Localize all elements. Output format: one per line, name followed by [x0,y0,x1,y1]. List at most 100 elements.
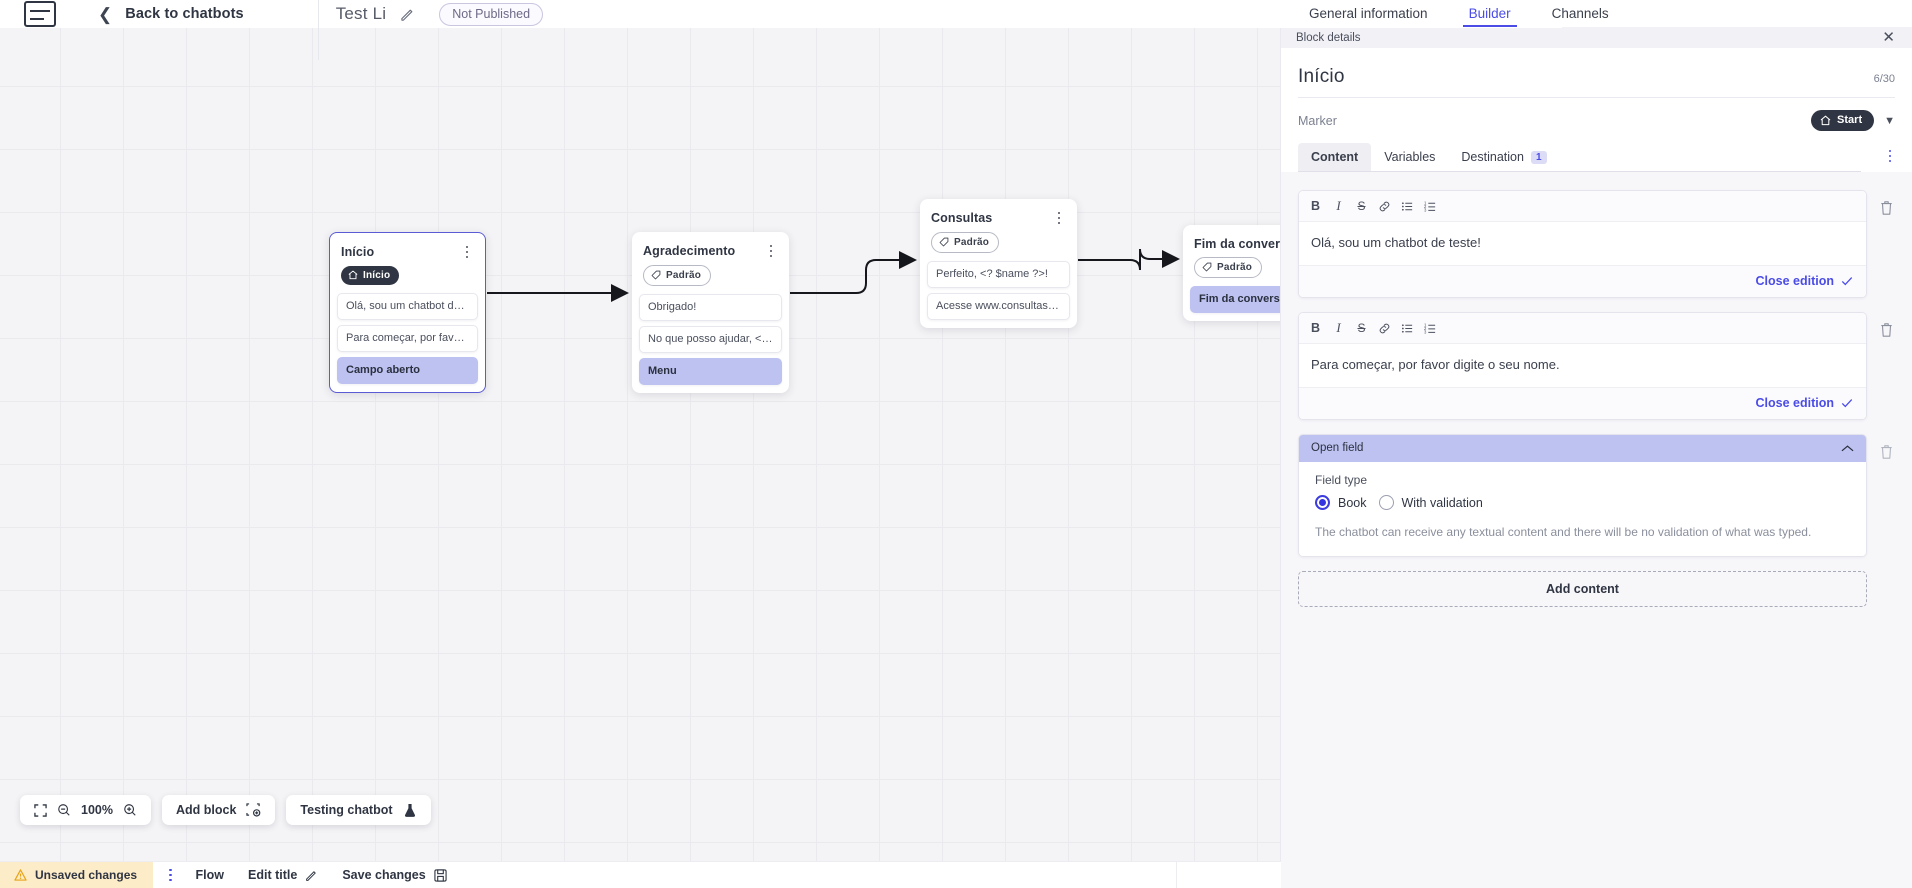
node-item[interactable]: Acesse www.consultas.com par... [927,292,1070,320]
zoom-controls: 100% [20,795,151,825]
node-menu-icon[interactable] [1052,210,1066,226]
node-tag: Padrão [1194,257,1263,278]
link-icon[interactable] [1374,196,1395,216]
node-header: Agradecimento [632,232,789,259]
node-item[interactable]: Menu [639,357,782,385]
add-content-button[interactable]: Add content [1298,571,1867,607]
close-edition-button[interactable]: Close edition [1756,274,1853,288]
fit-screen-icon[interactable] [34,803,47,817]
save-changes-button[interactable]: Save changes [342,868,447,882]
open-field-card: Open field Field type Book [1298,434,1895,557]
tab-destination[interactable]: Destination 1 [1448,143,1559,172]
flow-canvas[interactable]: Início Início Olá, sou um chatbot de tes… [0,27,1281,861]
zoom-out-icon[interactable] [57,803,71,817]
tab-content[interactable]: Content [1298,143,1372,172]
tag-icon [939,237,949,247]
app-logo-icon[interactable] [24,1,56,27]
svg-text:1: 1 [1424,200,1427,205]
editor-text[interactable]: Para começar, por favor digite o seu nom… [1311,357,1560,372]
marker-row: Marker Start ▼ [1298,98,1895,131]
radio-with-validation[interactable]: With validation [1378,495,1483,510]
flow-node-agradecimento[interactable]: Agradecimento Padrão Obrigado! No que po… [632,232,789,393]
pencil-icon[interactable] [400,7,415,22]
flow-node-fim-da-conversa[interactable]: Fim da conversa Padrão Fim da conversa [1183,225,1281,321]
tab-builder[interactable]: Builder [1462,0,1517,27]
node-header: Início [330,233,485,260]
node-header: Fim da conversa [1183,225,1281,251]
add-block-icon [246,803,261,817]
close-edition-button[interactable]: Close edition [1756,396,1853,410]
flow-label: Flow [195,868,225,882]
node-tag-label: Padrão [1217,261,1253,273]
trash-icon[interactable] [1877,442,1895,462]
node-item[interactable]: Campo aberto [337,357,478,384]
node-menu-icon[interactable] [460,244,474,260]
node-tag: Padrão [643,265,712,286]
trash-icon[interactable] [1877,320,1895,340]
publish-status-badge: Not Published [439,2,544,26]
link-icon[interactable] [1374,318,1395,338]
status-bar: Unsaved changes Flow Edit title Save cha… [0,861,1281,888]
tab-general-information[interactable]: General information [1309,6,1428,21]
radio-dot [1315,495,1330,510]
node-tag-row: Início [330,260,485,285]
bold-icon[interactable]: B [1310,321,1321,335]
check-icon [1841,399,1853,408]
open-field-body: Field type Book With validation [1299,462,1866,556]
bulleted-list-icon[interactable] [1397,196,1418,216]
node-menu-icon[interactable] [764,243,778,259]
pencil-icon [305,869,318,882]
back-to-chatbots-link[interactable]: Back to chatbots [125,6,244,22]
italic-icon[interactable]: I [1336,320,1341,335]
status-divider [1176,862,1177,888]
add-block-button[interactable]: Add block [161,795,276,825]
tab-destination-label: Destination [1461,150,1524,164]
node-tag-label: Padrão [666,269,702,281]
edit-title-button[interactable]: Edit title [248,868,318,882]
node-title: Agradecimento [643,244,736,258]
trash-icon[interactable] [1877,198,1895,218]
zoom-level: 100% [81,803,113,817]
close-icon[interactable]: ✕ [1882,29,1895,46]
node-item[interactable]: No que posso ajudar, <? $name ... [639,325,782,353]
chevron-up-icon [1841,444,1854,451]
zoom-in-icon[interactable] [123,803,137,817]
marker-label: Marker [1298,113,1337,128]
strikethrough-icon[interactable]: S [1357,199,1366,213]
bulleted-list-icon[interactable] [1397,318,1418,338]
node-item[interactable]: Obrigado! [639,293,782,321]
node-item[interactable]: Fim da conversa [1190,285,1281,313]
strikethrough-icon[interactable]: S [1357,321,1366,335]
testing-chatbot-button[interactable]: Testing chatbot [286,795,431,825]
editor-text[interactable]: Olá, sou um chatbot de teste! [1311,235,1481,250]
node-tag-label: Padrão [954,236,990,248]
bold-icon[interactable]: B [1310,199,1321,213]
panel-more-icon[interactable] [1888,149,1896,173]
flow-button[interactable]: Flow [196,868,224,882]
open-field-header[interactable]: Open field [1299,435,1866,462]
flow-node-consultas[interactable]: Consultas Padrão Perfeito, <? $name ?>! … [920,199,1077,328]
radio-book[interactable]: Book [1315,495,1367,510]
node-item[interactable]: Para começar, por favor digite o ... [337,325,478,352]
open-field-block: Open field Field type Book [1298,434,1867,557]
node-item[interactable]: Olá, sou um chatbot de teste! [337,293,478,320]
testing-chatbot-label: Testing chatbot [300,803,393,817]
node-item[interactable]: Perfeito, <? $name ?>! [927,260,1070,288]
editor-footer: Close edition [1299,387,1866,419]
status-more-icon[interactable] [169,868,172,882]
flow-node-inicio[interactable]: Início Início Olá, sou um chatbot de tes… [329,232,486,393]
chevron-down-icon[interactable]: ▼ [1884,114,1895,127]
tab-channels[interactable]: Channels [1551,6,1609,21]
marker-start-pill[interactable]: Start [1811,110,1875,131]
block-title-row: Início 6/30 [1298,48,1895,98]
tab-variables[interactable]: Variables [1371,143,1448,172]
chevron-left-icon[interactable]: ❮ [98,4,113,24]
italic-icon[interactable]: I [1336,198,1341,213]
unsaved-changes-label: Unsaved changes [35,868,138,882]
